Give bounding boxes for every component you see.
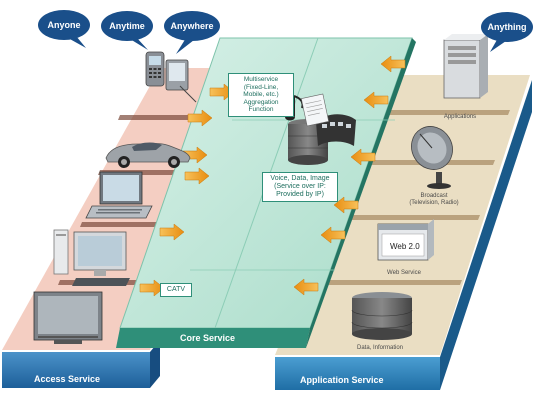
document-icon: [300, 93, 330, 127]
bubble-anyone: Anyone: [38, 10, 90, 48]
pda-icon: [165, 59, 197, 103]
core-service-label: Core Service: [180, 333, 236, 343]
catv-label: CATV: [160, 283, 192, 297]
web-box-text: Web 2.0: [390, 242, 420, 251]
bubble-anyone-label: Anyone: [47, 20, 80, 30]
web-page-icon: Web 2.0: [377, 219, 434, 261]
multiservice-label: Multiservice (Fixed-Line, Mobile, etc.) …: [228, 73, 294, 117]
laptop-icon: [85, 171, 153, 219]
caption-broadcast: Broadcast (Television, Radio): [409, 193, 459, 206]
satellite-dish-icon: [411, 126, 453, 189]
bubble-anytime-label: Anytime: [109, 21, 145, 31]
bubble-anything-label: Anything: [488, 22, 527, 32]
database-icon: [351, 292, 413, 340]
mobile-phone-icon: [145, 51, 165, 87]
bubble-anywhere-label: Anywhere: [170, 21, 213, 31]
television-icon: [33, 291, 103, 344]
access-service-label: Access Service: [34, 374, 101, 384]
bubble-anytime: Anytime: [101, 11, 153, 50]
application-service-label: Application Service: [300, 375, 384, 385]
car-icon: [105, 142, 191, 168]
bubble-anything: Anything: [481, 12, 533, 52]
caption-applications: Applications: [443, 114, 477, 120]
voice-data-image-label: Voice, Data, Image (Service over IP: Pro…: [262, 172, 338, 202]
application-server-icon: [443, 34, 488, 99]
desktop-pc-icon: [53, 229, 130, 286]
caption-data-information: Data, Information: [356, 345, 404, 351]
bubble-anywhere: Anywhere: [164, 11, 220, 54]
caption-web-service: Web Service: [387, 270, 421, 276]
